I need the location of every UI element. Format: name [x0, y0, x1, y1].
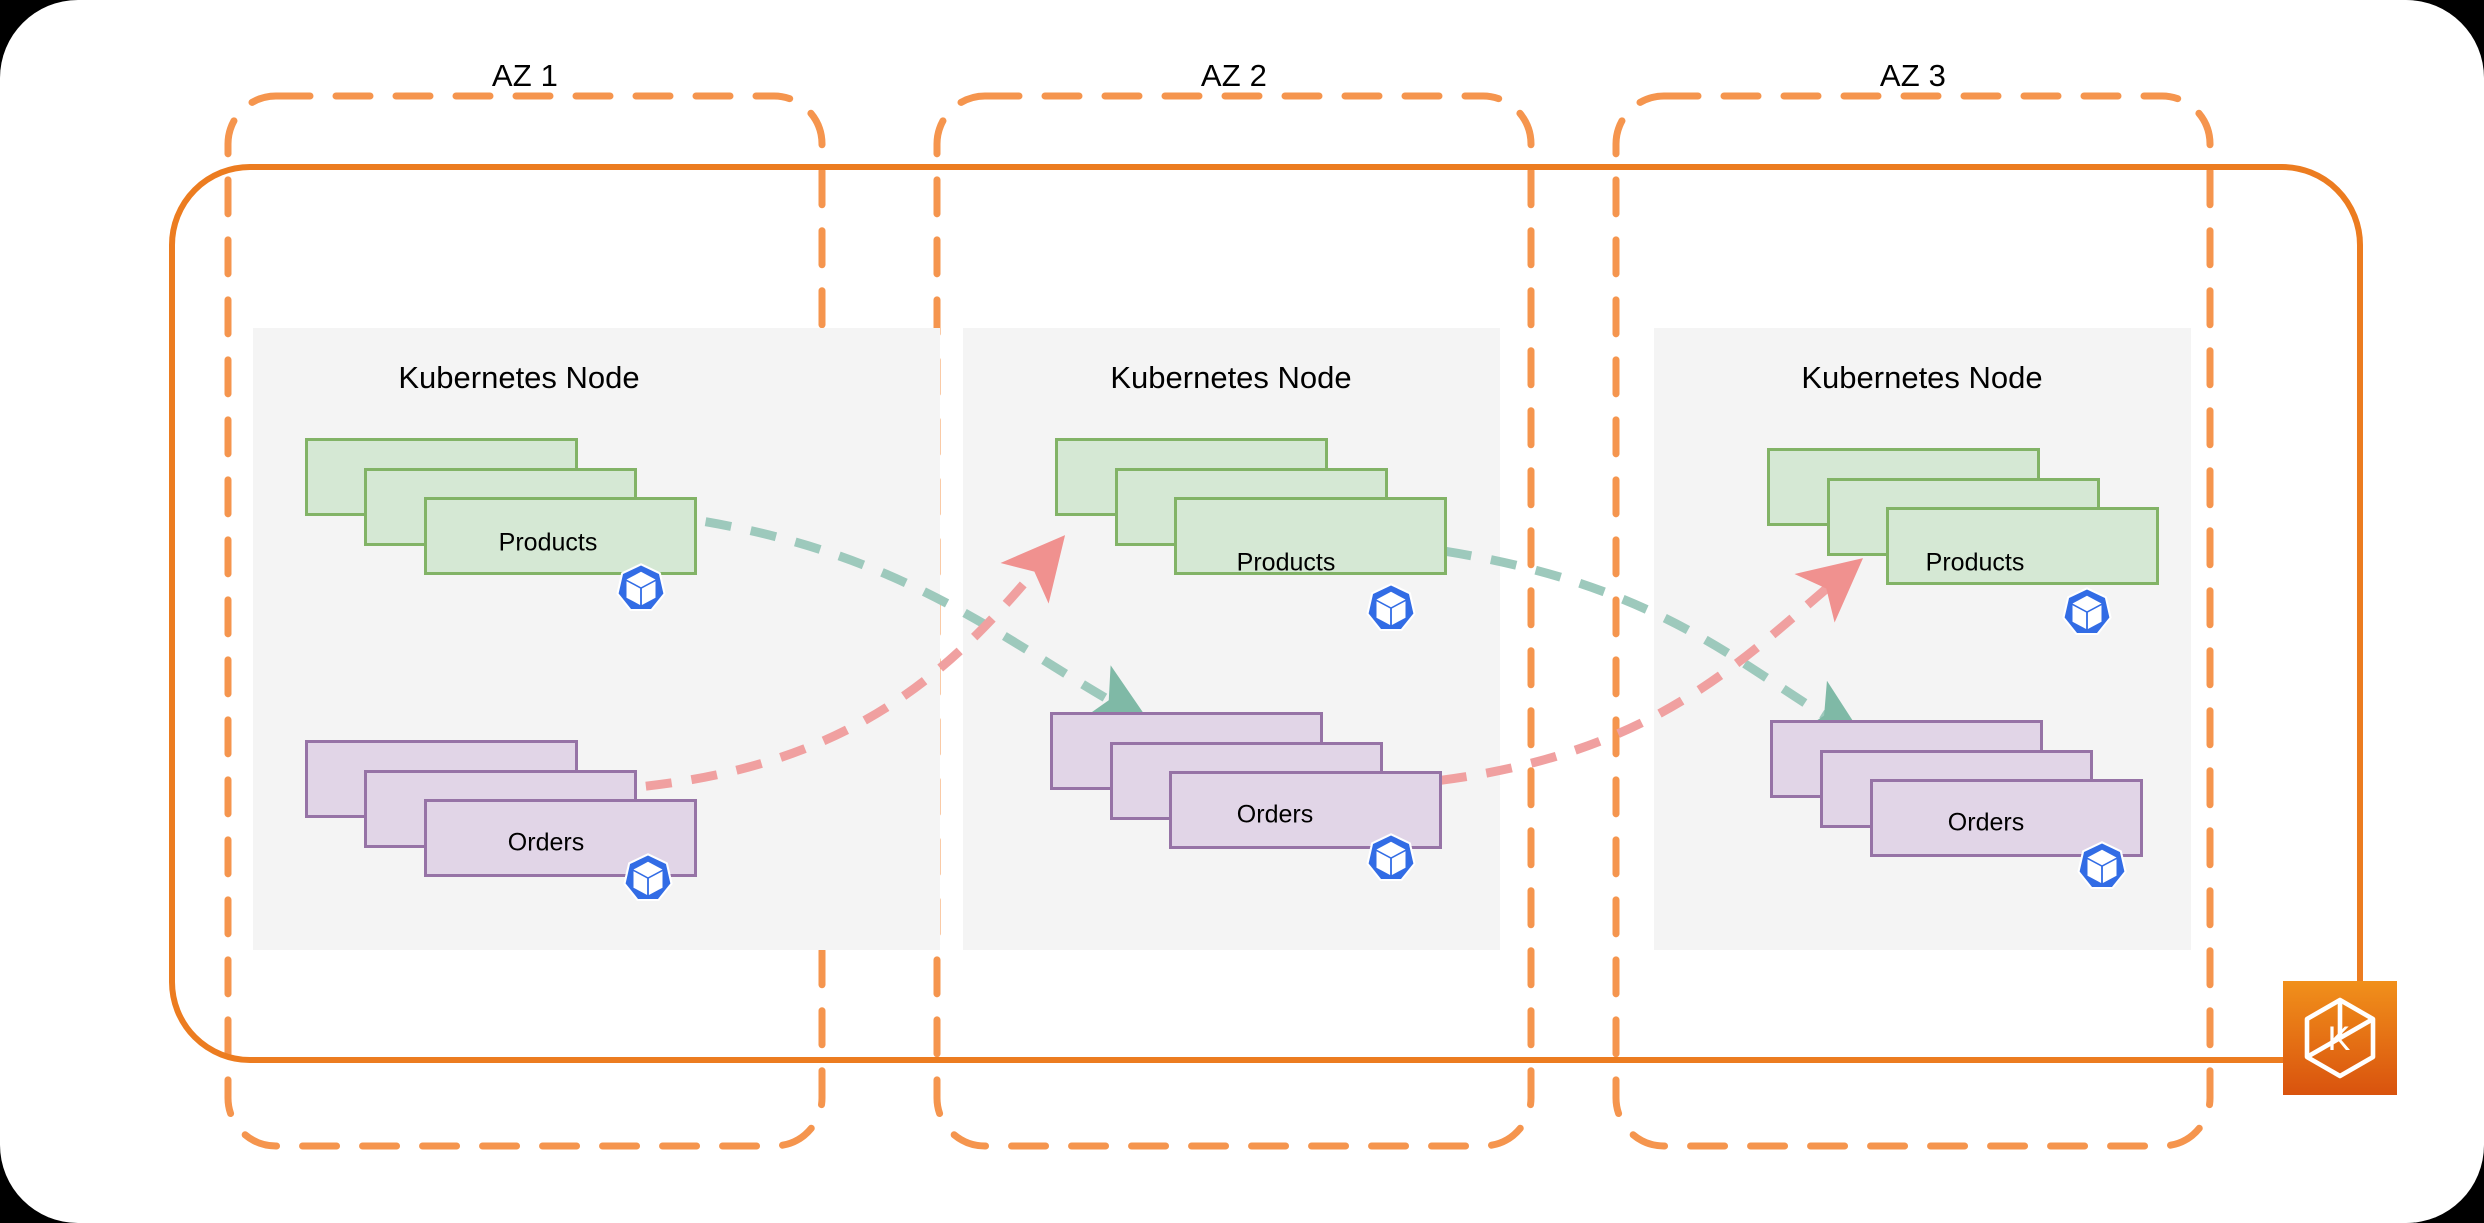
node-title-az2: Kubernetes Node: [1110, 360, 1352, 395]
svg-text:K: K: [2328, 1020, 2351, 1058]
pod-label-products-az1: Products: [498, 528, 598, 557]
pod-card-front-orders-az2[interactable]: [1169, 771, 1442, 849]
amazon-eks-logo: K: [2283, 981, 2397, 1095]
az-label-2: AZ 2: [1200, 58, 1268, 93]
connection-products1-to-orders2: [659, 510, 1151, 724]
node-title-az3: Kubernetes Node: [1801, 360, 2043, 395]
pod-label-products-az3: Products: [1925, 548, 2025, 577]
pod-label-orders-az3: Orders: [1947, 808, 2025, 837]
kubernetes-icon: [623, 853, 673, 902]
connection-products2-to-orders3: [1399, 540, 1866, 740]
kubernetes-icon: [616, 563, 666, 612]
pod-card-front-products-az1[interactable]: [424, 497, 697, 575]
pod-card-front-products-az3[interactable]: [1886, 507, 2159, 585]
connection-orders2-to-products3: [1394, 558, 1864, 790]
az-label-3: AZ 3: [1879, 58, 1947, 93]
cluster-boundary: [169, 164, 2363, 1063]
kubernetes-icon: [2062, 587, 2112, 636]
kubernetes-icon: [1366, 833, 1416, 882]
pod-label-orders-az2: Orders: [1236, 800, 1314, 829]
kubernetes-icon: [2077, 841, 2127, 890]
eks-logo-letter: K: [2328, 1020, 2351, 1058]
az-boundary-3: [1612, 92, 2214, 1150]
pod-card-front-products-az2[interactable]: [1174, 497, 1447, 575]
node-title-az1: Kubernetes Node: [398, 360, 640, 395]
pod-label-orders-az1: Orders: [507, 828, 585, 857]
az-label-1: AZ 1: [491, 58, 559, 93]
kubernetes-icon: [1366, 583, 1416, 632]
connection-orders1-to-products2: [599, 535, 1066, 795]
pod-label-products-az2: Products: [1236, 548, 1336, 577]
